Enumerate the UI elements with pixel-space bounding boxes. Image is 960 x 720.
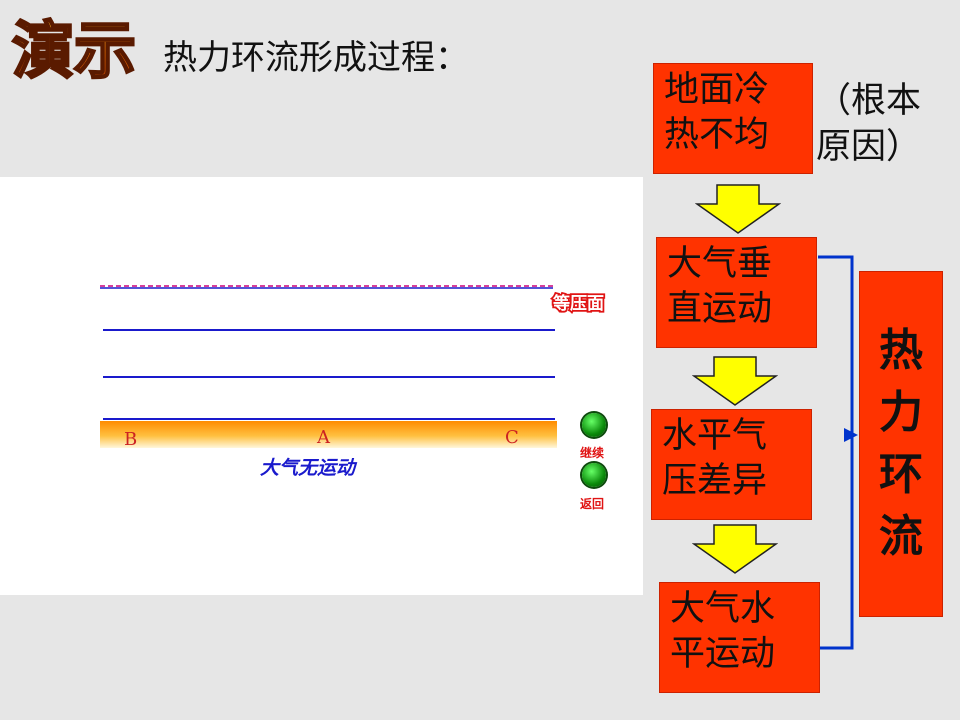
logo-text: 演示 bbox=[12, 14, 136, 87]
status-text: 大气无运动 bbox=[260, 457, 358, 479]
flow-box-pressure-difference: 水平气 压差异 bbox=[651, 409, 812, 520]
page-title: 热力环流形成过程： bbox=[163, 38, 469, 78]
down-arrow-icon bbox=[695, 184, 781, 234]
flow-box-line: 平运动 bbox=[670, 634, 776, 674]
flow-box-uneven-heating: 地面冷 热不均 bbox=[653, 63, 813, 174]
result-char: 流 bbox=[879, 511, 923, 562]
result-char: 环 bbox=[879, 449, 923, 500]
isobar-diagram: 等压面 B A C 大气无运动 bbox=[100, 285, 606, 479]
flow-box-line: 大气垂 bbox=[667, 244, 773, 284]
note-line: 原因） bbox=[816, 127, 922, 167]
continue-label[interactable]: 继续 bbox=[580, 446, 605, 460]
continue-button[interactable] bbox=[582, 413, 606, 437]
root-cause-note: （根本 原因） bbox=[816, 78, 921, 170]
flow-box-line: 压差异 bbox=[662, 461, 768, 501]
isobar-label: 等压面 bbox=[553, 293, 604, 314]
back-label[interactable]: 返回 bbox=[580, 497, 605, 511]
flow-box-line: 大气水 bbox=[670, 589, 776, 629]
result-char: 力 bbox=[879, 387, 923, 438]
animation-panel: 等压面 B A C 大气无运动 继续 返回 bbox=[0, 177, 643, 595]
bracket-connector bbox=[818, 255, 858, 650]
demo-logo: 演示 bbox=[11, 13, 138, 89]
ground-label-b: B bbox=[124, 429, 137, 450]
ground-surface bbox=[100, 421, 557, 448]
flow-box-line: 地面冷 bbox=[664, 70, 770, 110]
result-box-thermal-circulation: 热 力 环 流 bbox=[859, 271, 943, 617]
flow-box-vertical-motion: 大气垂 直运动 bbox=[656, 237, 817, 348]
result-char: 热 bbox=[879, 325, 923, 376]
flow-box-line: 热不均 bbox=[664, 115, 770, 155]
down-arrow-icon bbox=[692, 524, 778, 574]
note-line: （根本 bbox=[816, 81, 922, 121]
flow-box-line: 直运动 bbox=[667, 289, 773, 329]
flow-box-horizontal-motion: 大气水 平运动 bbox=[659, 582, 820, 693]
ground-label-a: A bbox=[316, 427, 331, 448]
down-arrow-icon bbox=[692, 356, 778, 406]
flow-box-line: 水平气 bbox=[662, 416, 768, 456]
back-button[interactable] bbox=[582, 463, 606, 487]
ground-label-c: C bbox=[505, 427, 519, 448]
